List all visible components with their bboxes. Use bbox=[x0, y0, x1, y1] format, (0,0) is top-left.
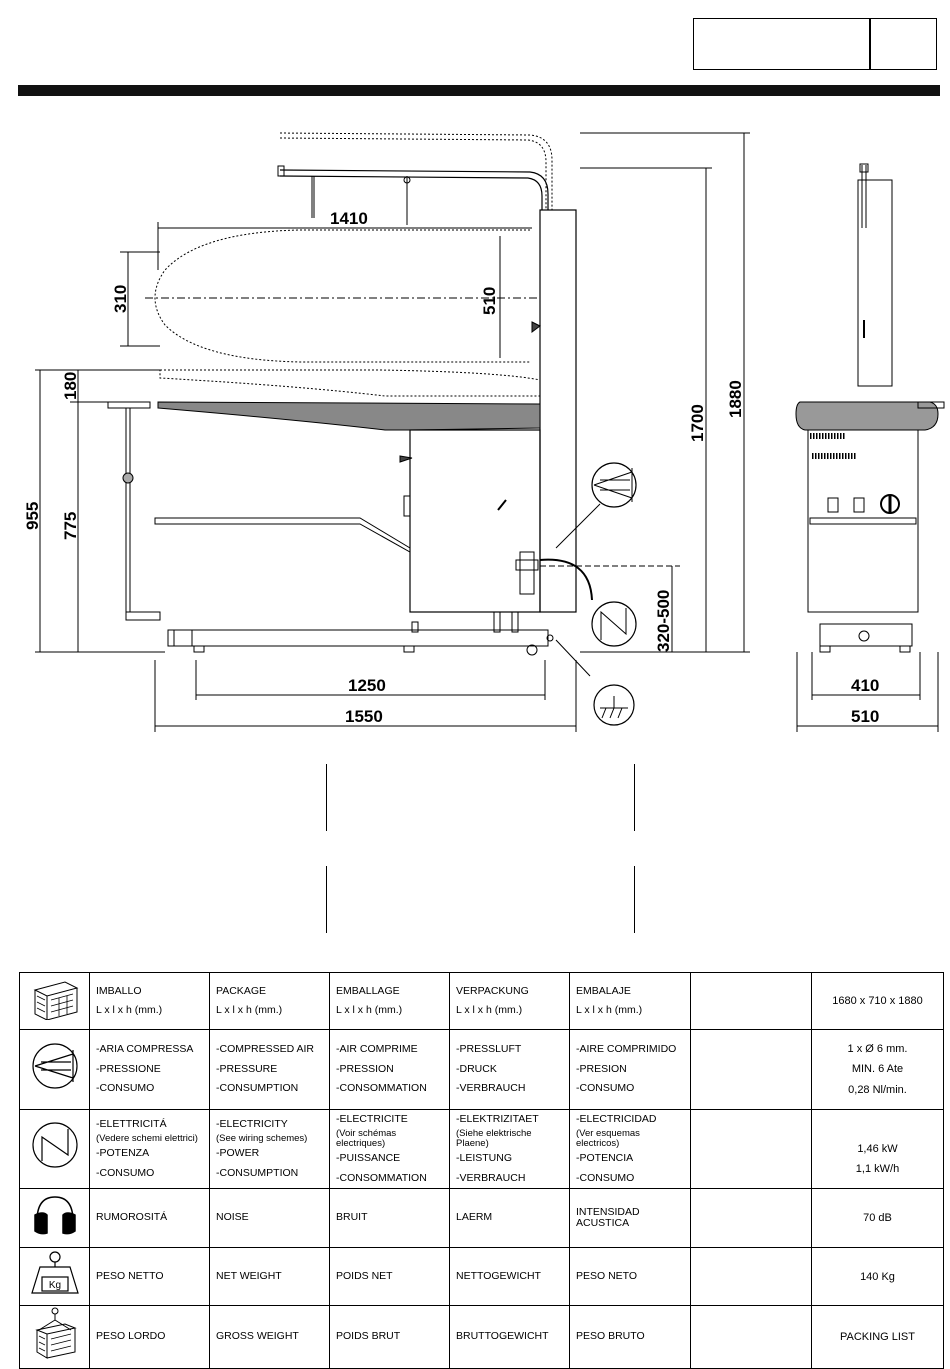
table-value: 140 Kg bbox=[811, 1247, 944, 1307]
table-cell: PESO NETO bbox=[569, 1247, 691, 1307]
front-view bbox=[107, 132, 680, 677]
dimension-lines bbox=[35, 132, 939, 732]
dim-775: 775 bbox=[61, 512, 80, 540]
table-cell-empty bbox=[690, 1188, 812, 1249]
table-row: RUMOROSITÁ NOISE BRUIT LAERM INTENSIDAD … bbox=[19, 1188, 944, 1249]
table-value: PACKING LIST bbox=[811, 1305, 944, 1369]
table-cell: POIDS BRUT bbox=[329, 1305, 450, 1369]
table-cell: -AIRE COMPRIMIDO-PRESION-CONSUMO bbox=[569, 1029, 691, 1110]
table-cell: -ELEKTRIZITAET(Siehe elektrische Plaene)… bbox=[449, 1108, 570, 1190]
dim-410: 410 bbox=[851, 676, 879, 695]
weight-kg-icon: Kg bbox=[19, 1247, 90, 1307]
dim-1410: 1410 bbox=[330, 209, 368, 228]
table-cell: INTENSIDAD ACUSTICA bbox=[569, 1188, 691, 1249]
table-cell: -ELETTRICITÁ(Vedere schemi elettrici)-PO… bbox=[89, 1108, 210, 1190]
dim-955: 955 bbox=[23, 502, 42, 530]
table-cell: PESO BRUTO bbox=[569, 1305, 691, 1369]
table-cell: NETTOGEWICHT bbox=[449, 1247, 570, 1307]
table-cell: PESO LORDO bbox=[89, 1305, 210, 1369]
table-cell: -ARIA COMPRESSA-PRESSIONE-CONSUMO bbox=[89, 1029, 210, 1110]
ground-symbol-callout bbox=[593, 684, 635, 726]
table-cell: NET WEIGHT bbox=[209, 1247, 330, 1307]
dim-180: 180 bbox=[61, 372, 80, 400]
title-block bbox=[693, 18, 937, 70]
table-cell-empty bbox=[690, 972, 812, 1030]
table-row: PESO LORDO GROSS WEIGHT POIDS BRUT BRUTT… bbox=[19, 1305, 944, 1369]
dim-310: 310 bbox=[111, 285, 130, 313]
separator-line bbox=[634, 764, 635, 831]
table-cell: NOISE bbox=[209, 1188, 330, 1249]
dim-320-500: 320-500 bbox=[654, 590, 673, 652]
dim-510-side: 510 bbox=[851, 707, 879, 726]
table-cell-empty bbox=[690, 1108, 812, 1190]
dim-1250: 1250 bbox=[348, 676, 386, 695]
table-cell-empty bbox=[690, 1029, 812, 1110]
crate-weight-icon bbox=[19, 1305, 90, 1369]
table-cell: -ELECTRICITY(See wiring schemes)-POWER-C… bbox=[209, 1108, 330, 1190]
headphones-icon bbox=[19, 1188, 90, 1249]
table-cell: RUMOROSITÁ bbox=[89, 1188, 210, 1249]
side-view bbox=[795, 163, 945, 653]
table-row: -ELETTRICITÁ(Vedere schemi elettrici)-PO… bbox=[19, 1108, 944, 1190]
table-cell: -ELECTRICITE(Voir schémas electriques)-P… bbox=[329, 1108, 450, 1190]
table-cell: -ELECTRICIDAD(Ver esquemas electricos)-P… bbox=[569, 1108, 691, 1190]
table-value: 1680 x 710 x 1880 bbox=[811, 972, 944, 1030]
table-cell: BRUIT bbox=[329, 1188, 450, 1249]
table-cell: BRUTTOGEWICHT bbox=[449, 1305, 570, 1369]
svg-text:Kg: Kg bbox=[48, 1280, 60, 1291]
dim-1550: 1550 bbox=[345, 707, 383, 726]
package-icon bbox=[19, 972, 90, 1030]
separator-line bbox=[326, 764, 327, 831]
air-symbol-callout bbox=[555, 462, 637, 549]
table-cell-empty bbox=[690, 1247, 812, 1307]
header-rule bbox=[18, 85, 940, 96]
table-cell: POIDS NET bbox=[329, 1247, 450, 1307]
table-value: 70 dB bbox=[811, 1188, 944, 1249]
technical-drawing: 1410 310 510 180 955 775 1700 1880 320-5… bbox=[23, 132, 945, 732]
table-row: -ARIA COMPRESSA-PRESSIONE-CONSUMO -COMPR… bbox=[19, 1029, 944, 1110]
table-cell: PESO NETTO bbox=[89, 1247, 210, 1307]
table-cell: -PRESSLUFT-DRUCK-VERBRAUCH bbox=[449, 1029, 570, 1110]
compressed-air-icon bbox=[19, 1029, 90, 1110]
table-cell: -AIR COMPRIME-PRESSION-CONSOMMATION bbox=[329, 1029, 450, 1110]
table-cell: GROSS WEIGHT bbox=[209, 1305, 330, 1369]
table-cell: -COMPRESSED AIR-PRESSURE-CONSUMPTION bbox=[209, 1029, 330, 1110]
table-row: Kg PESO NETTO NET WEIGHT POIDS NET NETTO… bbox=[19, 1247, 944, 1307]
dim-1880: 1880 bbox=[726, 380, 745, 418]
dim-1700: 1700 bbox=[688, 404, 707, 442]
electricity-icon bbox=[19, 1108, 90, 1190]
separator-line bbox=[634, 866, 635, 933]
dim-510-board: 510 bbox=[480, 287, 499, 315]
electric-symbol-callout bbox=[591, 601, 637, 647]
table-cell: LAERM bbox=[449, 1188, 570, 1249]
table-cell-empty bbox=[690, 1305, 812, 1369]
separator-line bbox=[326, 866, 327, 933]
